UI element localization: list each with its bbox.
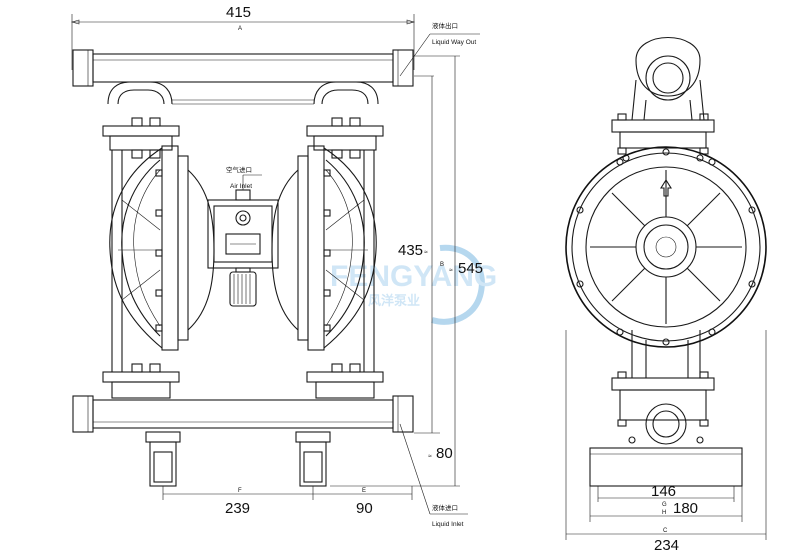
watermark: FENGYANG 风洋泵业: [330, 244, 497, 325]
dim-bottom-mid: 90: [356, 500, 373, 517]
letter-e: E: [362, 488, 366, 494]
letter-f: F: [238, 488, 242, 494]
watermark-brand: FENGYANG: [330, 260, 497, 293]
liquid-in-cn: 液体进口: [432, 503, 458, 512]
dim-top-width: 415: [226, 4, 251, 21]
front-view: 415 A: [70, 4, 483, 528]
letter-h: H: [662, 510, 666, 516]
dim-height-total: 545: [458, 260, 483, 277]
svg-text:≈: ≈: [428, 453, 432, 460]
side-view: 146 G H 180 C 234: [565, 36, 767, 554]
air-inlet-en: Air Inlet: [230, 183, 252, 190]
liquid-in-en: Liquid Inlet: [432, 521, 464, 528]
dim-bottom-left: 239: [225, 500, 250, 517]
air-inlet-cn: 空气进口: [226, 165, 252, 174]
watermark-subtitle: 风洋泵业: [368, 293, 420, 308]
letter-a: A: [238, 26, 242, 32]
letter-c: C: [663, 528, 668, 534]
svg-text:≈: ≈: [424, 249, 428, 256]
dim-height-inner: 435: [398, 242, 423, 259]
letter-g: G: [662, 502, 667, 508]
dim-side-180: 180: [673, 500, 698, 517]
dim-foot-height: 80: [436, 445, 453, 462]
dim-side-234: 234: [654, 537, 679, 554]
liquid-out-en: Liquid Way Out: [432, 39, 476, 46]
dim-side-146: 146: [651, 483, 676, 500]
svg-text:≈: ≈: [449, 267, 453, 274]
letter-b: B: [440, 262, 444, 268]
liquid-out-cn: 液体出口: [432, 21, 458, 30]
